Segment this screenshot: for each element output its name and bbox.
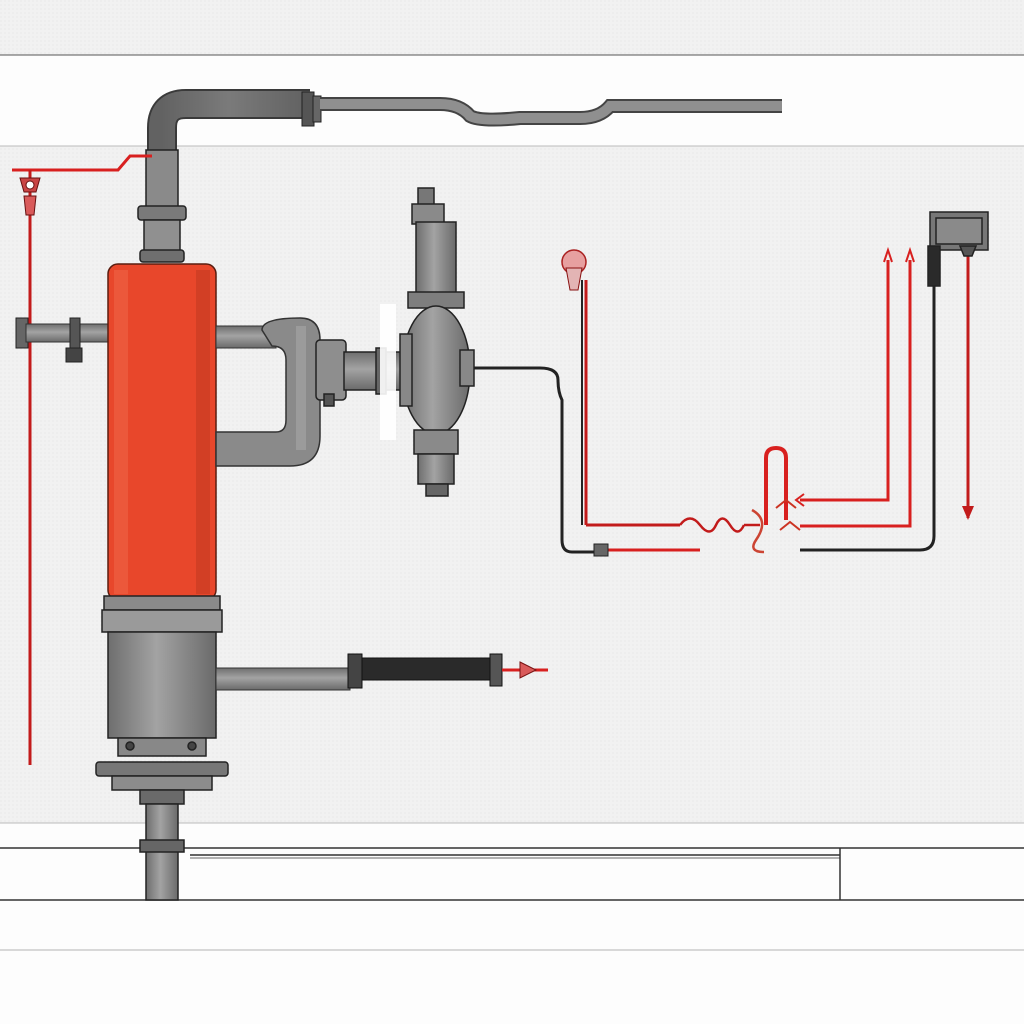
lower-housing — [95, 595, 229, 901]
control-cable — [474, 366, 600, 554]
tank-connector — [215, 317, 321, 467]
heating-coil — [586, 445, 801, 557]
sensor — [561, 249, 588, 525]
top-coupling — [137, 149, 187, 263]
drain-hose — [215, 653, 548, 691]
control-box — [927, 211, 989, 287]
valve — [399, 187, 475, 497]
storage-tank — [107, 263, 217, 601]
outlet-pipe — [147, 89, 782, 230]
valve-highlight — [380, 304, 396, 440]
control-lines — [794, 246, 974, 552]
left-supply-line — [12, 154, 152, 765]
top-band — [0, 0, 1024, 55]
inlet-pipe — [15, 317, 117, 363]
